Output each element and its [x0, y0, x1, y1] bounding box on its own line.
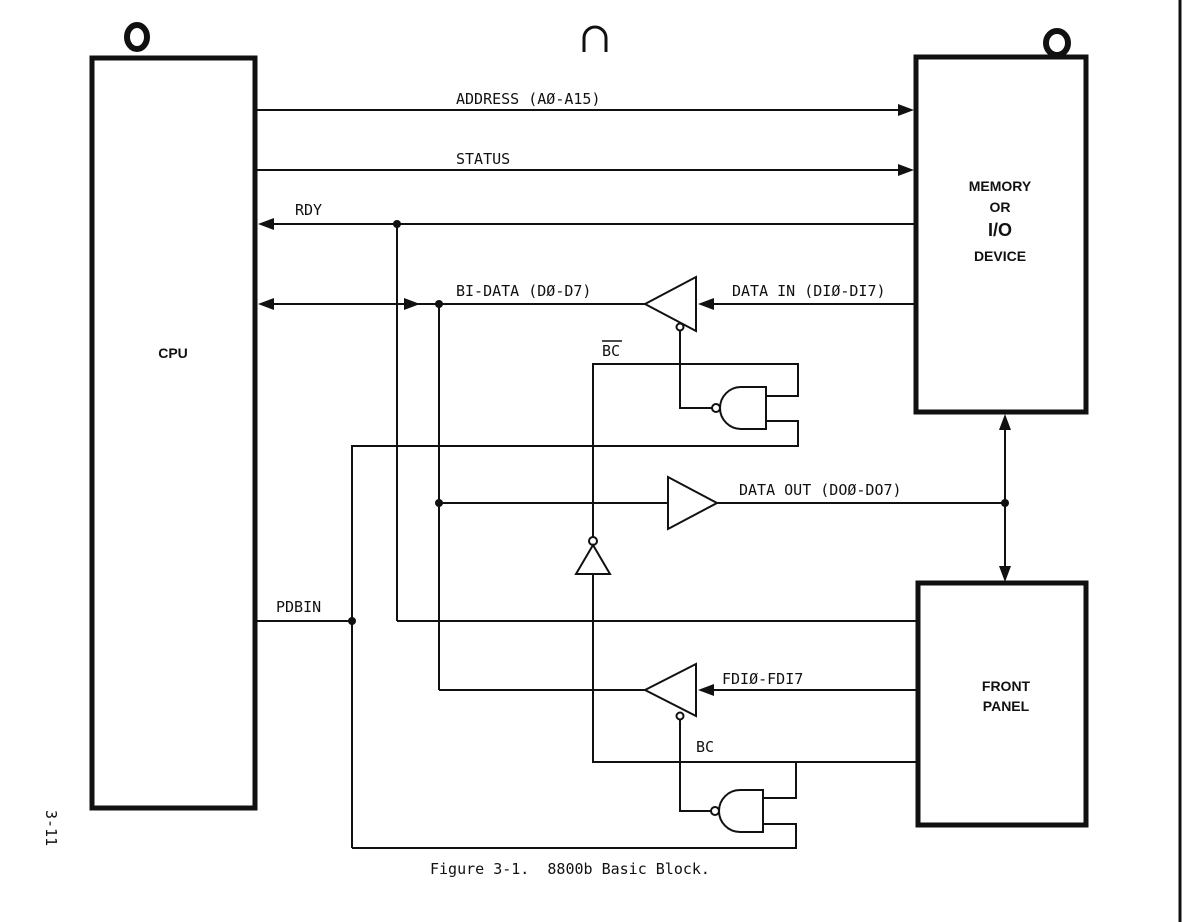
memory-label-line4: DEVICE — [974, 248, 1026, 264]
status-label: STATUS — [456, 150, 510, 168]
bc-bar-label: BC — [602, 342, 620, 360]
rdy-arrowhead — [258, 218, 274, 230]
address-arrowhead — [898, 104, 914, 116]
nand-lower-output-wire — [679, 720, 711, 812]
bi-data-label: BI-DATA (DØ-D7) — [456, 282, 591, 300]
pdbin-junction — [348, 617, 356, 625]
device-link-arrowhead-up — [999, 414, 1011, 430]
front-panel-block — [915, 580, 1089, 828]
punch-hole-center — [582, 25, 608, 52]
punch-hole-right — [1043, 28, 1071, 58]
cpu-label: CPU — [158, 345, 188, 361]
memory-label-line3: I/O — [988, 220, 1012, 240]
nand-lower-input-b — [352, 823, 797, 849]
nand-lower-output-bubble — [710, 806, 720, 816]
nand-upper-output-bubble — [711, 403, 721, 413]
rdy-label: RDY — [295, 201, 322, 219]
memory-label-line2: OR — [990, 199, 1011, 215]
status-arrowhead — [898, 164, 914, 176]
fdi-buffer — [642, 662, 697, 718]
nand-lower-input-a — [763, 762, 797, 799]
punch-hole-left — [124, 22, 150, 52]
data-out-junction — [435, 499, 443, 507]
rdy-junction — [393, 220, 401, 228]
memory-label-line1: MEMORY — [969, 178, 1032, 194]
data-in-buffer-enable-bubble — [675, 322, 685, 332]
nand-upper-output-wire — [679, 331, 712, 409]
bi-data-arrowhead-right — [404, 298, 420, 310]
device-link-arrowhead-down — [999, 566, 1011, 582]
data-out-label: DATA OUT (DOØ-DO7) — [739, 481, 902, 499]
address-label: ADDRESS (AØ-A15) — [456, 90, 601, 108]
fdi-buffer-enable-bubble — [675, 711, 685, 721]
data-in-buffer — [642, 275, 697, 333]
bi-data-arrowhead-left — [258, 298, 274, 310]
nand-upper-gate — [719, 386, 767, 430]
fdi-arrowhead — [698, 684, 714, 696]
fdi-label: FDIØ-FDI7 — [722, 670, 803, 688]
nand-upper-input-b — [351, 420, 799, 848]
figure-caption: Figure 3-1. 8800b Basic Block. — [430, 860, 710, 878]
inverter — [574, 543, 612, 575]
cpu-block — [89, 55, 258, 811]
pdbin-label: PDBIN — [276, 598, 321, 616]
nand-upper-input-a — [592, 363, 799, 537]
bc-label: BC — [696, 738, 714, 756]
front-panel-label-line1: FRONT — [982, 678, 1031, 694]
front-panel-label-line2: PANEL — [983, 698, 1030, 714]
data-out-buffer — [667, 475, 720, 531]
nand-lower-gate — [718, 789, 764, 833]
bc-line — [592, 574, 918, 763]
data-in-label: DATA IN (DIØ-DI7) — [732, 282, 886, 300]
memory-io-block — [913, 54, 1089, 415]
data-in-arrowhead — [698, 298, 714, 310]
bi-data-junction — [435, 300, 443, 308]
page-number: 3-11 — [42, 810, 60, 846]
